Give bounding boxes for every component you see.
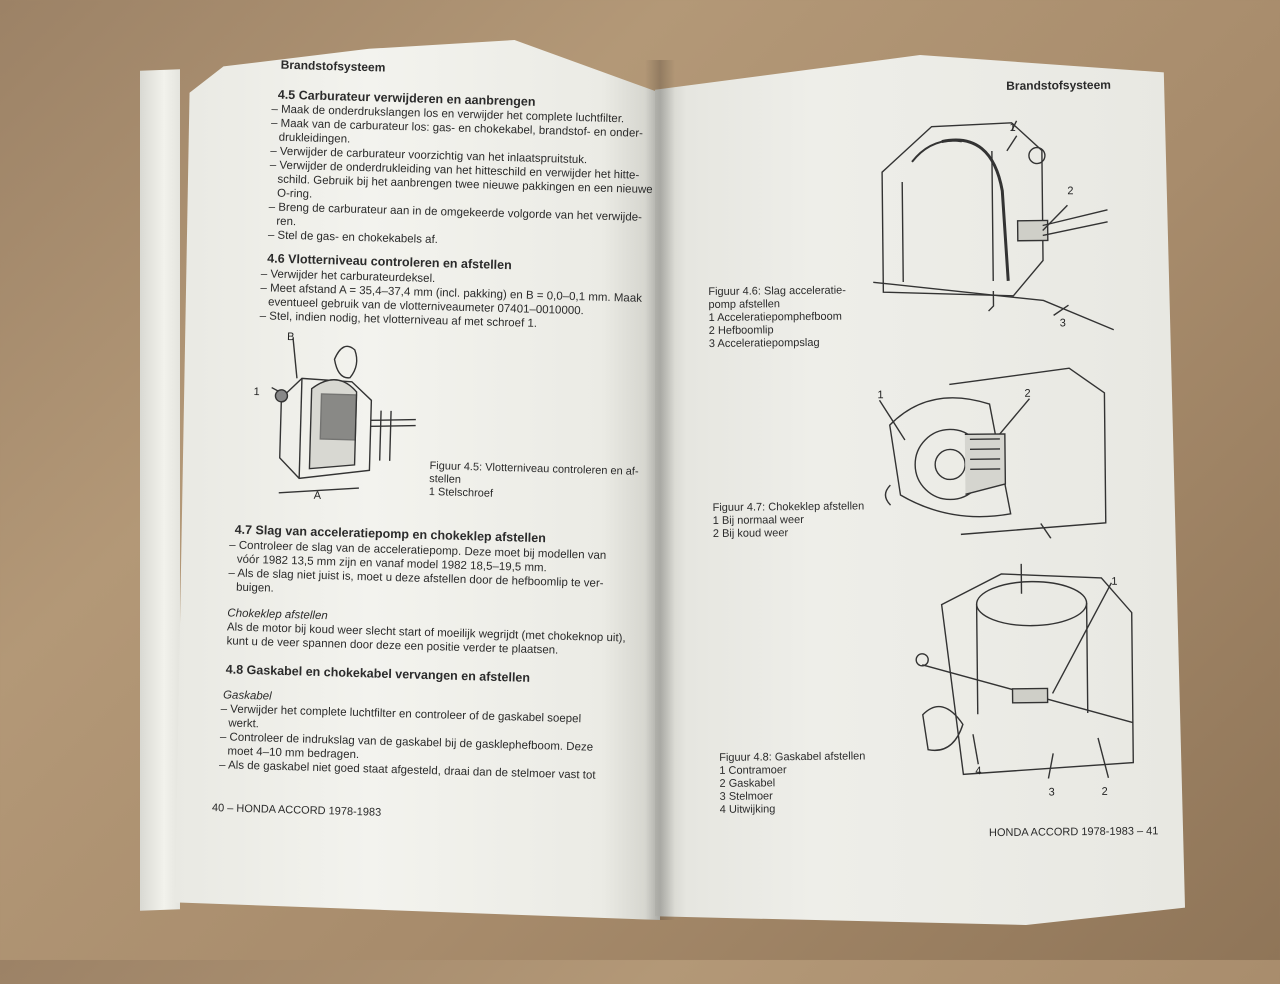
figure-4-5-label-B: B bbox=[287, 331, 295, 343]
right-page-footer: HONDA ACCORD 1978-1983 – 41 bbox=[988, 825, 1159, 840]
figure-4-7-label-1: 1 bbox=[877, 389, 883, 401]
figure-4-8-label-3: 3 bbox=[1049, 786, 1055, 798]
right-page-header: Brandstofsysteem bbox=[1006, 77, 1111, 93]
figure-4-8-label-2: 2 bbox=[1102, 786, 1108, 798]
figure-4-8-label-1: 1 bbox=[1111, 576, 1117, 588]
figure-4-7-label-2: 2 bbox=[1024, 388, 1030, 400]
figure-4-6-caption: 3 Acceleratiepompslag bbox=[708, 336, 820, 350]
figure-4-8-caption: 4 Uitwijking bbox=[719, 803, 776, 816]
book-spine bbox=[645, 60, 675, 920]
figure-4-6-caption: 2 Hefboomlip bbox=[708, 324, 774, 337]
figure-4-6-caption: 1 Acceleratiepomphefboom bbox=[708, 310, 842, 324]
right-page bbox=[655, 55, 1185, 925]
figure-4-6-label-1: 1 bbox=[1010, 122, 1016, 134]
figure-4-8-caption: Figuur 4.8: Gaskabel afstellen bbox=[719, 750, 866, 764]
figure-4-7-caption: 2 Bij koud weer bbox=[712, 527, 789, 540]
figure-4-6-caption: pomp afstellen bbox=[708, 298, 781, 311]
figure-4-5-illustration: 1 B A bbox=[253, 331, 416, 502]
figure-4-8-label-4: 4 bbox=[975, 765, 981, 777]
figure-4-5-label-1: 1 bbox=[253, 386, 259, 398]
figure-4-6-illustration: 1 2 3 bbox=[873, 120, 1115, 331]
figure-4-6-caption: Figuur 4.6: Slag acceleratie- bbox=[708, 284, 846, 298]
figure-4-8-illustration: 1 2 3 4 bbox=[915, 563, 1134, 798]
figure-4-7-illustration: 1 2 bbox=[877, 367, 1107, 539]
figure-4-8-caption: 3 Stelmoer bbox=[719, 790, 773, 803]
figure-4-7-caption: Figuur 4.7: Chokeklep afstellen bbox=[712, 500, 865, 514]
figure-4-6-label-2: 2 bbox=[1067, 185, 1073, 197]
left-page bbox=[175, 40, 660, 920]
open-book: Brandstofsysteem 4.5 Carburateur verwijd… bbox=[140, 40, 1185, 925]
figure-4-5-label-A: A bbox=[314, 490, 322, 502]
figure-4-8-caption: 1 Contramoer bbox=[719, 764, 787, 777]
figure-4-8-caption: 2 Gaskabel bbox=[719, 777, 776, 790]
figure-4-7-caption: 1 Bij normaal weer bbox=[712, 514, 804, 527]
figure-4-6-label-3: 3 bbox=[1060, 317, 1066, 329]
